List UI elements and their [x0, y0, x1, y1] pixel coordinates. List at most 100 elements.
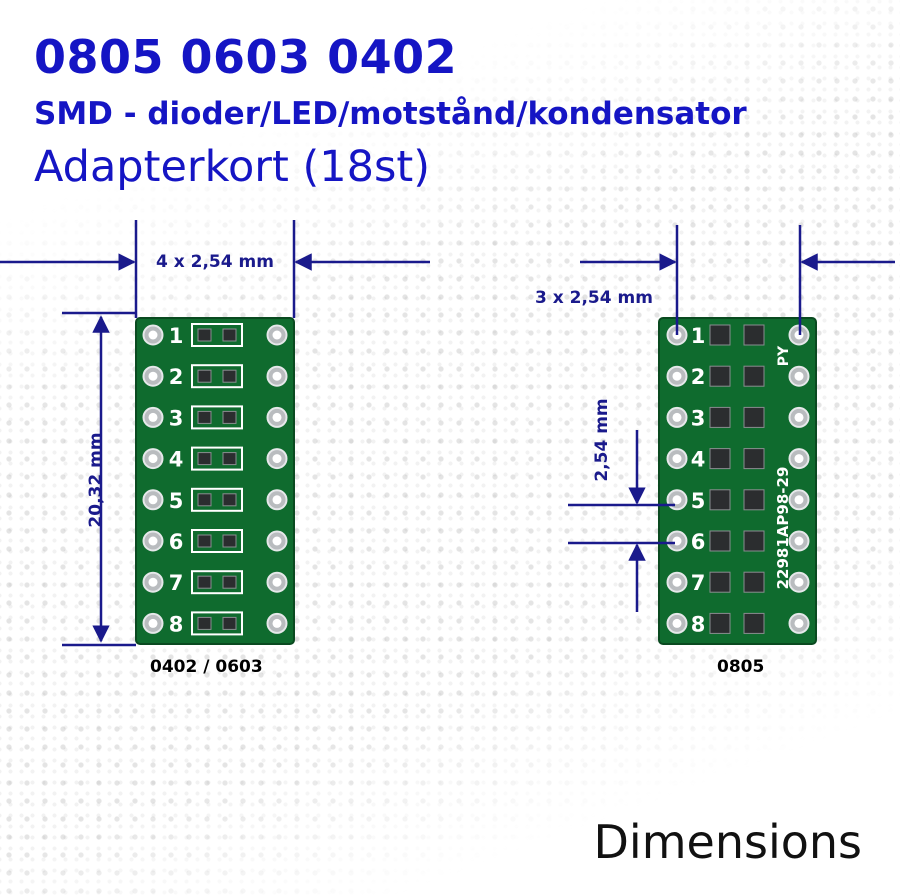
- footer-dimensions: Dimensions: [593, 815, 862, 869]
- right-hole-b-2-drill: [794, 371, 804, 381]
- left-hole-a-5-drill: [148, 495, 158, 505]
- left-row-number: 7: [169, 571, 184, 595]
- left-row-number: 8: [169, 612, 184, 636]
- pcb-board-0805: 1 2 3 4 5 6 7 8 22981AP98-29 PY: [658, 317, 817, 645]
- left-footprint-outline: [191, 487, 243, 512]
- pitch-label: 2,54 mm: [592, 398, 612, 482]
- left-hole-a-4-drill: [148, 454, 158, 464]
- left-pad-1: [197, 575, 212, 589]
- left-pad-2: [222, 616, 237, 630]
- left-footprint-outline: [191, 364, 243, 389]
- left-row-number: 6: [169, 530, 184, 554]
- left-hole-b-3-drill: [272, 412, 282, 422]
- silkscreen-mark: PY: [776, 345, 792, 366]
- right-pad-2: [743, 571, 765, 593]
- right-pad-2: [743, 324, 765, 346]
- left-footprint-outline: [191, 405, 243, 430]
- right-hole-b-8-drill: [794, 618, 804, 628]
- left-hole-a-8-drill: [148, 618, 158, 628]
- width-4-pitch-label: 4 x 2,54 mm: [156, 252, 274, 272]
- right-hole-b-6-drill: [794, 536, 804, 546]
- left-pad-2: [222, 369, 237, 383]
- left-pad-1: [197, 493, 212, 507]
- right-pad-1: [709, 530, 731, 552]
- left-pad-2: [222, 534, 237, 548]
- left-row-number: 1: [169, 324, 184, 348]
- left-hole-b-5-drill: [272, 495, 282, 505]
- board-label-left: 0402 / 0603: [150, 657, 263, 677]
- right-row-number: 8: [691, 612, 706, 636]
- left-pad-1: [197, 369, 212, 383]
- left-pad-2: [222, 328, 237, 342]
- left-pad-1: [197, 616, 212, 630]
- left-hole-a-2-drill: [148, 371, 158, 381]
- left-hole-b-8-drill: [272, 618, 282, 628]
- right-pad-2: [743, 612, 765, 634]
- left-pad-1: [197, 410, 212, 424]
- right-pad-2: [743, 365, 765, 387]
- left-footprint-outline: [191, 529, 243, 553]
- left-hole-a-1-drill: [148, 330, 158, 340]
- left-footprint-outline: [191, 570, 243, 595]
- right-row-number: 4: [691, 448, 706, 472]
- title-product: Adapterkort (18st): [34, 142, 431, 192]
- pcb-board-0402-0603: 1 2 3 4 5 6 7 8: [135, 317, 295, 645]
- height-label: 20,32 mm: [86, 432, 106, 528]
- right-pad-1: [709, 406, 731, 428]
- pcb-right-body: [658, 317, 817, 645]
- right-row-number: 6: [691, 530, 706, 554]
- left-pad-2: [222, 575, 237, 589]
- right-hole-a-7-drill: [672, 577, 682, 587]
- right-row-number: 7: [691, 571, 706, 595]
- right-row-number: 1: [691, 324, 706, 348]
- left-hole-a-7-drill: [148, 577, 158, 587]
- right-hole-b-4-drill: [794, 454, 804, 464]
- left-pad-2: [222, 410, 237, 424]
- right-hole-a-3-drill: [672, 412, 682, 422]
- left-row-number: 3: [169, 406, 184, 430]
- title-components: SMD - dioder/LED/motstånd/kondensator: [34, 96, 747, 132]
- left-hole-b-2-drill: [272, 371, 282, 381]
- right-pad-1: [709, 324, 731, 346]
- left-pad-1: [197, 452, 212, 466]
- silkscreen-code: 22981AP98-29: [774, 467, 792, 590]
- dimension-lines: [0, 220, 895, 647]
- right-pad-2: [743, 406, 765, 428]
- left-row-number: 2: [169, 365, 184, 389]
- right-row-number: 3: [691, 406, 706, 430]
- right-pad-1: [709, 571, 731, 593]
- right-hole-a-2-drill: [672, 371, 682, 381]
- right-pad-2: [743, 530, 765, 552]
- right-pad-2: [743, 489, 765, 511]
- left-pad-1: [197, 328, 212, 342]
- right-hole-b-7-drill: [794, 577, 804, 587]
- left-hole-a-3-drill: [148, 412, 158, 422]
- left-row-number: 4: [169, 448, 184, 472]
- right-hole-a-5-drill: [672, 495, 682, 505]
- left-pad-2: [222, 493, 237, 507]
- right-hole-a-4-drill: [672, 454, 682, 464]
- left-row-number: 5: [169, 489, 184, 513]
- right-pad-1: [709, 489, 731, 511]
- right-pad-2: [743, 448, 765, 470]
- right-hole-b-5-drill: [794, 495, 804, 505]
- pcb-left-body: [135, 317, 295, 645]
- width-3-pitch-label: 3 x 2,54 mm: [535, 288, 653, 308]
- left-footprint-outline: [191, 323, 243, 347]
- left-hole-b-4-drill: [272, 454, 282, 464]
- title-sizes: 0805 0603 0402: [34, 30, 458, 84]
- right-row-number: 2: [691, 365, 706, 389]
- right-pad-1: [709, 448, 731, 470]
- left-hole-b-7-drill: [272, 577, 282, 587]
- right-pad-1: [709, 365, 731, 387]
- left-hole-a-6-drill: [148, 536, 158, 546]
- right-pad-1: [709, 612, 731, 634]
- right-hole-b-3-drill: [794, 412, 804, 422]
- right-row-number: 5: [691, 489, 706, 513]
- right-hole-a-8-drill: [672, 618, 682, 628]
- left-footprint-outline: [191, 611, 243, 636]
- left-hole-b-6-drill: [272, 536, 282, 546]
- left-pad-1: [197, 534, 212, 548]
- board-label-right: 0805: [717, 657, 765, 677]
